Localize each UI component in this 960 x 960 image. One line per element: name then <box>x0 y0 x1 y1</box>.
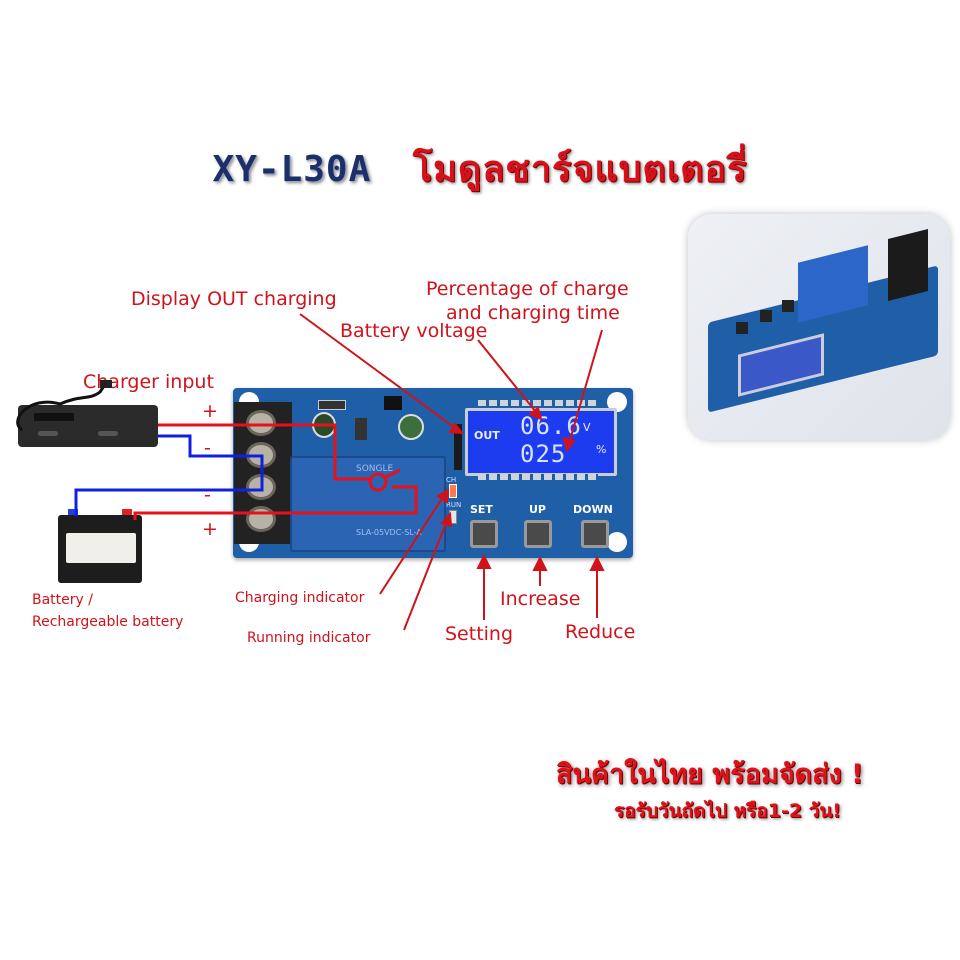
charger-plus-sign: + <box>202 400 218 422</box>
set-button-label: SET <box>470 503 493 516</box>
lcd-percent: 025 <box>520 440 567 468</box>
label-display-out-charging: Display OUT charging <box>131 288 337 310</box>
label-running-indicator: Running indicator <box>247 630 371 646</box>
label-charging-indicator: Charging indicator <box>235 590 365 606</box>
page-title: XY-L30A โมดูลชาร์จแบตเตอรี่ <box>0 140 960 197</box>
lcd-voltage-unit: V <box>583 421 591 434</box>
lcd-pins <box>478 400 598 406</box>
charger-icon <box>18 405 158 447</box>
terminal-screw <box>246 506 276 532</box>
label-battery-line1: Battery / <box>32 592 93 608</box>
up-button[interactable] <box>524 520 552 548</box>
photo-button <box>760 310 772 322</box>
label-percentage-line1: Percentage of charge <box>426 278 629 300</box>
terminal-screw <box>246 410 276 436</box>
lcd-out-indicator: OUT <box>474 429 500 442</box>
set-button[interactable] <box>470 520 498 548</box>
label-reduce: Reduce <box>565 621 636 643</box>
label-battery-voltage: Battery voltage <box>340 320 488 342</box>
down-button[interactable] <box>581 520 609 548</box>
relay-model: SLA-05VDC-SL-A <box>356 528 422 537</box>
mounting-hole <box>607 392 627 412</box>
mounting-hole <box>607 532 627 552</box>
label-increase: Increase <box>500 588 581 610</box>
header-pins <box>454 424 462 470</box>
photo-button <box>782 300 794 312</box>
photo-terminal <box>888 229 928 301</box>
down-button-label: DOWN <box>573 503 613 516</box>
capacitor-icon <box>398 414 424 440</box>
model-name: XY-L30A <box>212 149 372 190</box>
up-button-label: UP <box>529 503 546 516</box>
lcd-percent-unit: % <box>596 443 607 456</box>
label-setting: Setting <box>445 623 514 645</box>
title-thai: โมดูลชาร์จแบตเตอรี่ <box>412 149 748 190</box>
photo-button <box>736 322 748 334</box>
led-ch-label: CH <box>446 476 457 484</box>
promo-line2: รอรับวันถัดไป หรือ1-2 วัน! <box>614 800 842 822</box>
diode-icon <box>355 418 367 440</box>
charging-indicator-led <box>449 484 457 498</box>
diode-icon <box>318 400 346 410</box>
battery-plus-sign: + <box>202 518 218 540</box>
battery-minus-sign: - <box>204 484 211 506</box>
promo-line1: สินค้าในไทย พร้อมจัดส่ง ! <box>556 759 864 790</box>
lcd-pins <box>478 474 598 480</box>
relay-brand: SONGLE <box>356 464 394 474</box>
led-run-label: RUN <box>446 501 462 509</box>
label-charger-input: Charger input <box>83 371 214 393</box>
battery-icon <box>58 509 142 583</box>
label-percentage-line2: and charging time <box>446 302 620 324</box>
relay: SONGLE SLA-05VDC-SL-A <box>290 456 446 552</box>
charger-minus-sign: - <box>204 437 211 459</box>
label-battery-line2: Rechargeable battery <box>32 614 184 630</box>
product-photo <box>688 214 950 440</box>
chip-icon <box>384 396 402 410</box>
